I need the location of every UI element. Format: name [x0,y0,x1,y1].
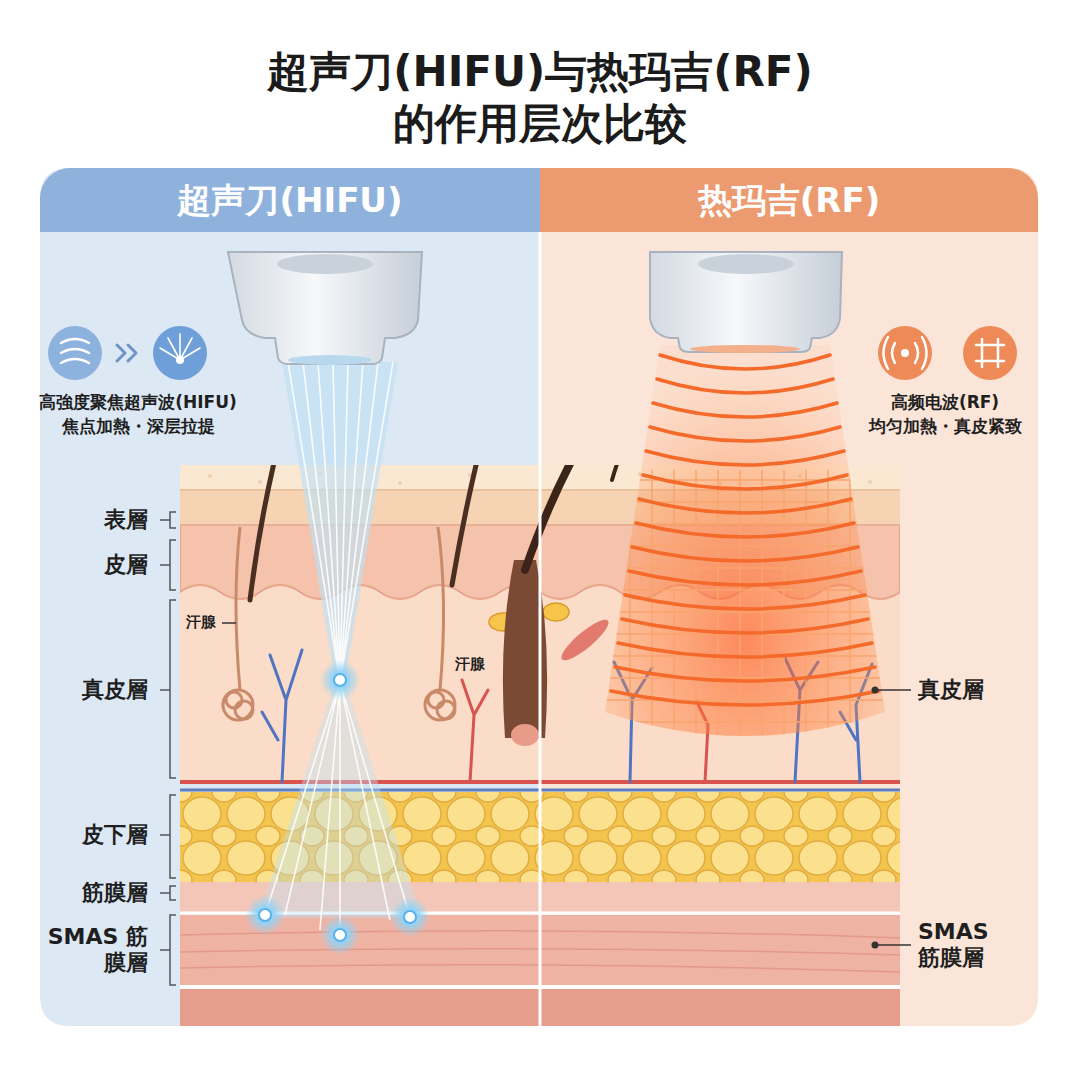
layer-label: 筋膜層 [40,880,148,906]
method-label: 高频电波(RF) [820,392,1070,412]
method-note: 焦点加熱・深层拉提 [10,416,266,436]
method-label: 高強度聚焦超声波(HIFU) [10,392,266,412]
layer-label: 表層 [40,507,148,533]
part-label: 汗腺 [186,613,220,631]
layer-label: 皮層 [40,552,148,578]
layer-label: 皮下層 [40,822,148,848]
panel-header: 热玛吉(RF) [540,168,1038,232]
panel-title: 热玛吉(RF) [698,180,880,220]
layer-label: 真皮層 [918,677,1028,703]
layer-label: 真皮層 [40,677,148,703]
panel-title: 超声刀(HIFU) [177,180,402,220]
panel-header: 超声刀(HIFU) [40,168,540,232]
part-label: 汗腺 [455,655,495,673]
method-note: 均匀加熱・真皮紧致 [820,416,1070,436]
layer-label: SMAS 筋膜層 [918,919,1018,971]
layer-label: SMAS 筋膜層 [40,924,148,976]
diagram-title: 超声刀(HIFU)与热玛吉(RF) 的作用层次比较 [240,46,840,150]
